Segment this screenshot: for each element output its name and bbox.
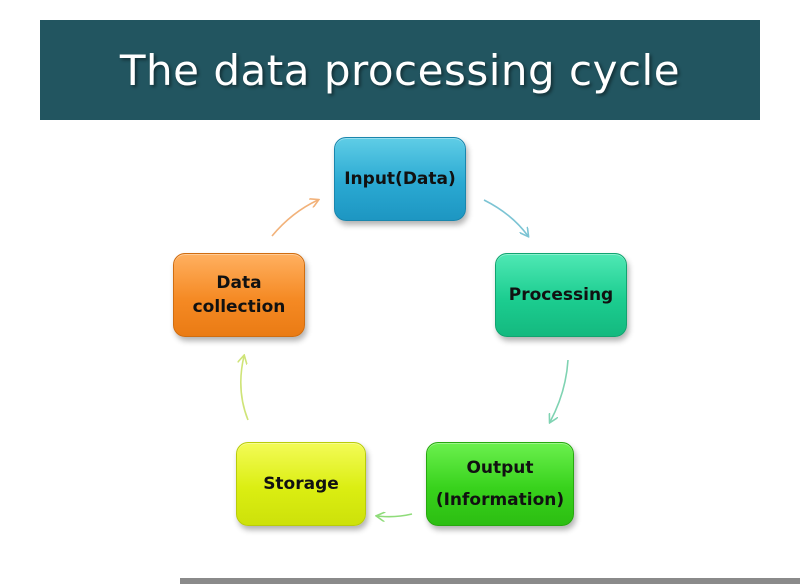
- node-label-line2: (Information): [435, 490, 565, 510]
- node-label-line1: Data: [216, 273, 262, 293]
- arrow-input-to-processing: [483, 199, 528, 236]
- node-label-line1: Output: [466, 458, 534, 478]
- node-data-collection: Data collection: [173, 253, 305, 337]
- node-input-data: Input(Data): [334, 137, 466, 221]
- arrow-output-to-storage: [377, 514, 413, 517]
- node-label: Input(Data): [344, 169, 456, 189]
- node-output-information: Output (Information): [426, 442, 574, 526]
- title-bar: The data processing cycle: [40, 20, 760, 120]
- arrow-processing-to-output: [550, 359, 569, 422]
- node-label-line2: collection: [192, 297, 286, 317]
- arrow-collection-to-input: [271, 200, 318, 237]
- bottom-divider: [180, 578, 800, 584]
- slide-title: The data processing cycle: [119, 45, 681, 95]
- node-processing: Processing: [495, 253, 627, 337]
- node-label: Storage: [263, 474, 339, 494]
- arrow-storage-to-collection: [241, 356, 249, 421]
- node-label: Processing: [508, 285, 614, 305]
- node-storage: Storage: [236, 442, 366, 526]
